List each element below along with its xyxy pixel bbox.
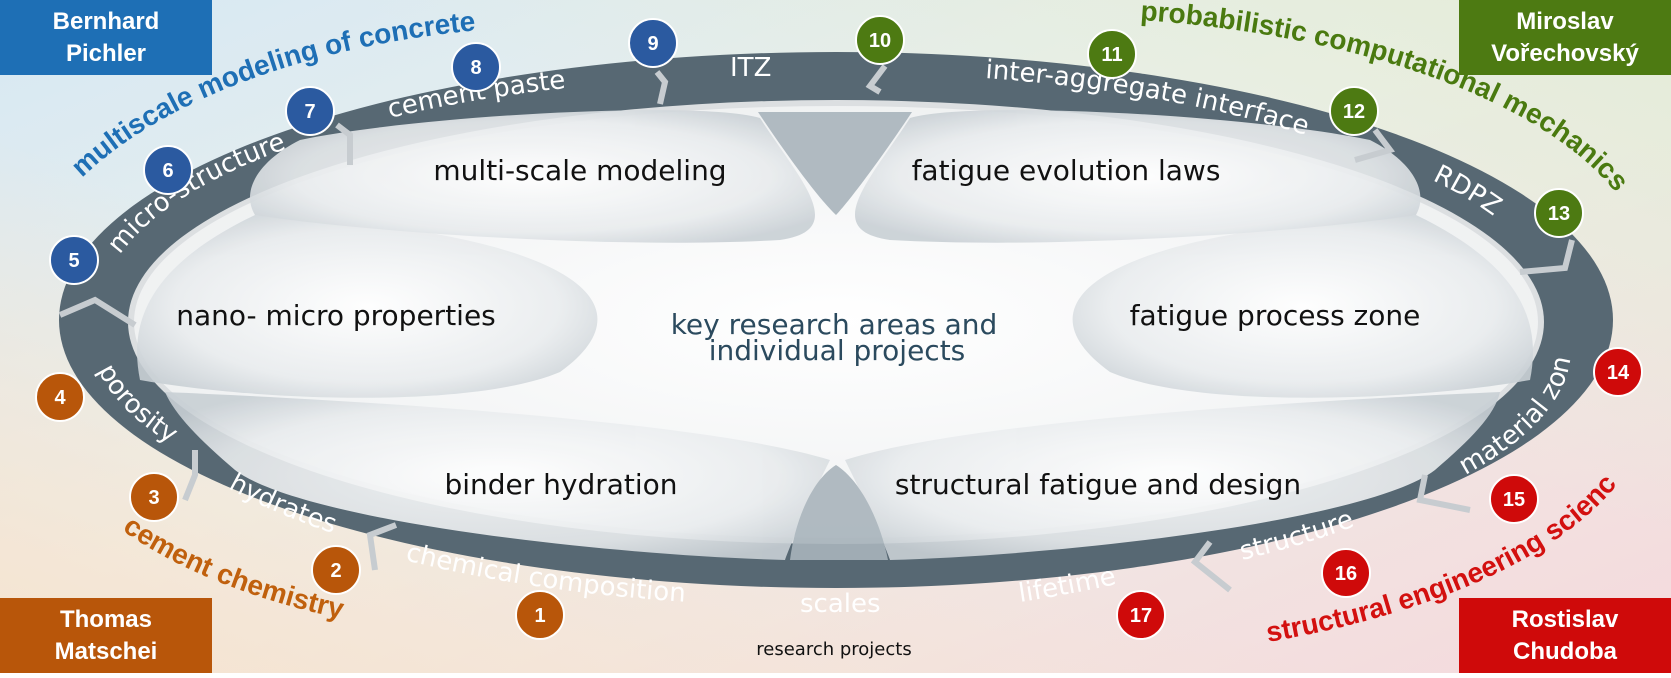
project-number-14: 14 xyxy=(1607,362,1630,384)
project-marker-2: 2 xyxy=(311,545,361,595)
project-circle-6 xyxy=(143,145,193,195)
project-circle-2 xyxy=(311,545,361,595)
project-marker-13: 13 xyxy=(1534,188,1584,238)
project-circle-1 xyxy=(515,590,565,640)
project-circle-5 xyxy=(49,235,99,285)
project-number-9: 9 xyxy=(647,33,658,55)
project-circle-7 xyxy=(285,86,335,136)
pi-bernhard-pichler: Bernhard Pichler xyxy=(0,0,212,75)
project-number-16: 16 xyxy=(1335,563,1357,585)
project-marker-6: 6 xyxy=(143,145,193,195)
project-marker-8: 8 xyxy=(451,42,501,92)
project-marker-11: 11 xyxy=(1087,29,1137,79)
project-marker-16: 16 xyxy=(1321,548,1371,598)
project-number-13: 13 xyxy=(1548,203,1570,225)
project-marker-10: 10 xyxy=(855,15,905,65)
pi-miroslav-vorechovsky: Miroslav Vořechovský xyxy=(1459,0,1671,75)
project-circle-14 xyxy=(1593,347,1643,397)
project-circle-12 xyxy=(1329,86,1379,136)
project-number-4: 4 xyxy=(54,387,66,409)
area-structural-fatigue-design: structural fatigue and design xyxy=(895,468,1301,501)
ring-label-itz: ITZ xyxy=(730,53,771,83)
project-number-7: 7 xyxy=(304,101,315,123)
project-marker-3: 3 xyxy=(129,472,179,522)
lobes xyxy=(137,110,1533,560)
project-marker-4: 4 xyxy=(35,372,85,422)
project-number-10: 10 xyxy=(869,30,891,52)
project-number-12: 12 xyxy=(1343,101,1365,123)
project-circle-4 xyxy=(35,372,85,422)
project-circle-16 xyxy=(1321,548,1371,598)
project-number-5: 5 xyxy=(68,250,79,272)
project-marker-14: 14 xyxy=(1593,347,1643,397)
connector-lines xyxy=(58,64,1575,593)
project-marker-17: 17 xyxy=(1116,590,1166,640)
ring-label-scales: scales xyxy=(800,589,881,619)
project-number-3: 3 xyxy=(148,487,159,509)
project-marker-12: 12 xyxy=(1329,86,1379,136)
project-number-8: 8 xyxy=(470,57,481,79)
project-circle-13 xyxy=(1534,188,1584,238)
project-number-6: 6 xyxy=(162,160,173,182)
research-projects-caption: research projects xyxy=(756,639,911,660)
project-number-17: 17 xyxy=(1130,605,1152,627)
project-number-11: 11 xyxy=(1101,44,1122,66)
project-marker-1: 1 xyxy=(515,590,565,640)
pi-thomas-matschei: Thomas Matschei xyxy=(0,598,212,673)
project-marker-7: 7 xyxy=(285,86,335,136)
project-marker-5: 5 xyxy=(49,235,99,285)
project-marker-9: 9 xyxy=(628,18,678,68)
project-circle-10 xyxy=(855,15,905,65)
project-number-1: 1 xyxy=(534,605,545,627)
center-title-line1: key research areas and xyxy=(671,308,998,341)
area-fatigue-evolution-laws: fatigue evolution laws xyxy=(912,154,1221,187)
project-circle-9 xyxy=(628,18,678,68)
pi-rostislav-chudoba: Rostislav Chudoba xyxy=(1459,598,1671,673)
project-number-15: 15 xyxy=(1503,489,1525,511)
area-nano-micro-properties: nano- micro properties xyxy=(176,299,496,332)
project-circle-17 xyxy=(1116,590,1166,640)
area-fatigue-process-zone: fatigue process zone xyxy=(1130,299,1421,332)
area-binder-hydration: binder hydration xyxy=(444,468,677,501)
area-multi-scale-modeling: multi-scale modeling xyxy=(433,154,726,187)
project-circle-8 xyxy=(451,42,501,92)
center-title-line2: individual projects xyxy=(709,334,966,367)
project-circle-11 xyxy=(1087,29,1137,79)
project-number-2: 2 xyxy=(330,560,341,582)
project-circle-15 xyxy=(1489,474,1539,524)
project-circle-3 xyxy=(129,472,179,522)
project-marker-15: 15 xyxy=(1489,474,1539,524)
